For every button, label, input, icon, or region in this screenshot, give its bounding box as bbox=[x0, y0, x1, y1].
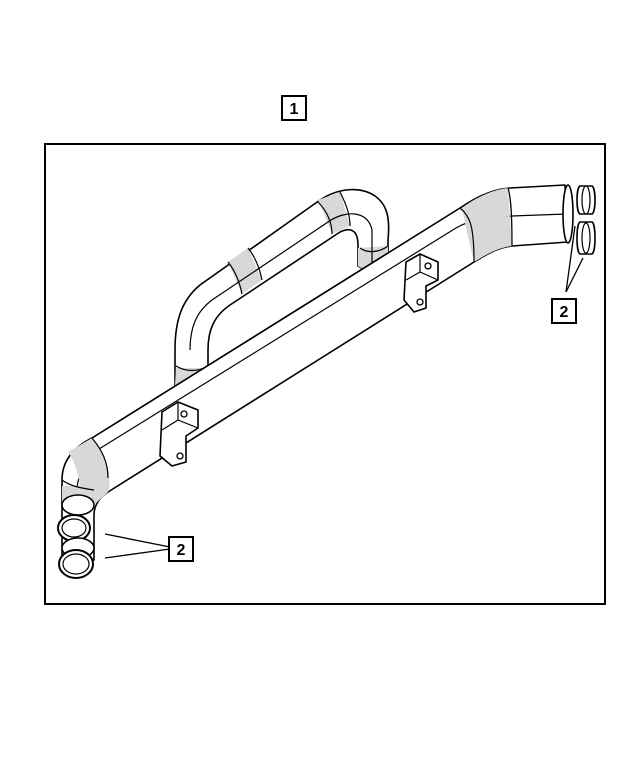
leader-line bbox=[565, 225, 576, 293]
rear-end-caps bbox=[562, 184, 596, 255]
callout-2-front-label: 2 bbox=[177, 542, 186, 559]
leader-line bbox=[565, 257, 584, 293]
callout-2-front[interactable]: 2 bbox=[104, 533, 194, 562]
assembly-frame bbox=[44, 143, 606, 605]
callout-1[interactable]: 1 bbox=[281, 95, 307, 121]
callout-2-rear[interactable]: 2 bbox=[551, 225, 584, 324]
rear-mounting-bracket bbox=[403, 253, 439, 313]
leader-line bbox=[104, 548, 171, 559]
leader-line bbox=[104, 533, 171, 548]
callout-1-label: 1 bbox=[290, 101, 299, 118]
front-mounting-bracket bbox=[159, 401, 199, 467]
side-rail-tube bbox=[61, 184, 569, 561]
callout-2-rear-label: 2 bbox=[560, 304, 569, 321]
front-end-caps bbox=[57, 494, 95, 579]
